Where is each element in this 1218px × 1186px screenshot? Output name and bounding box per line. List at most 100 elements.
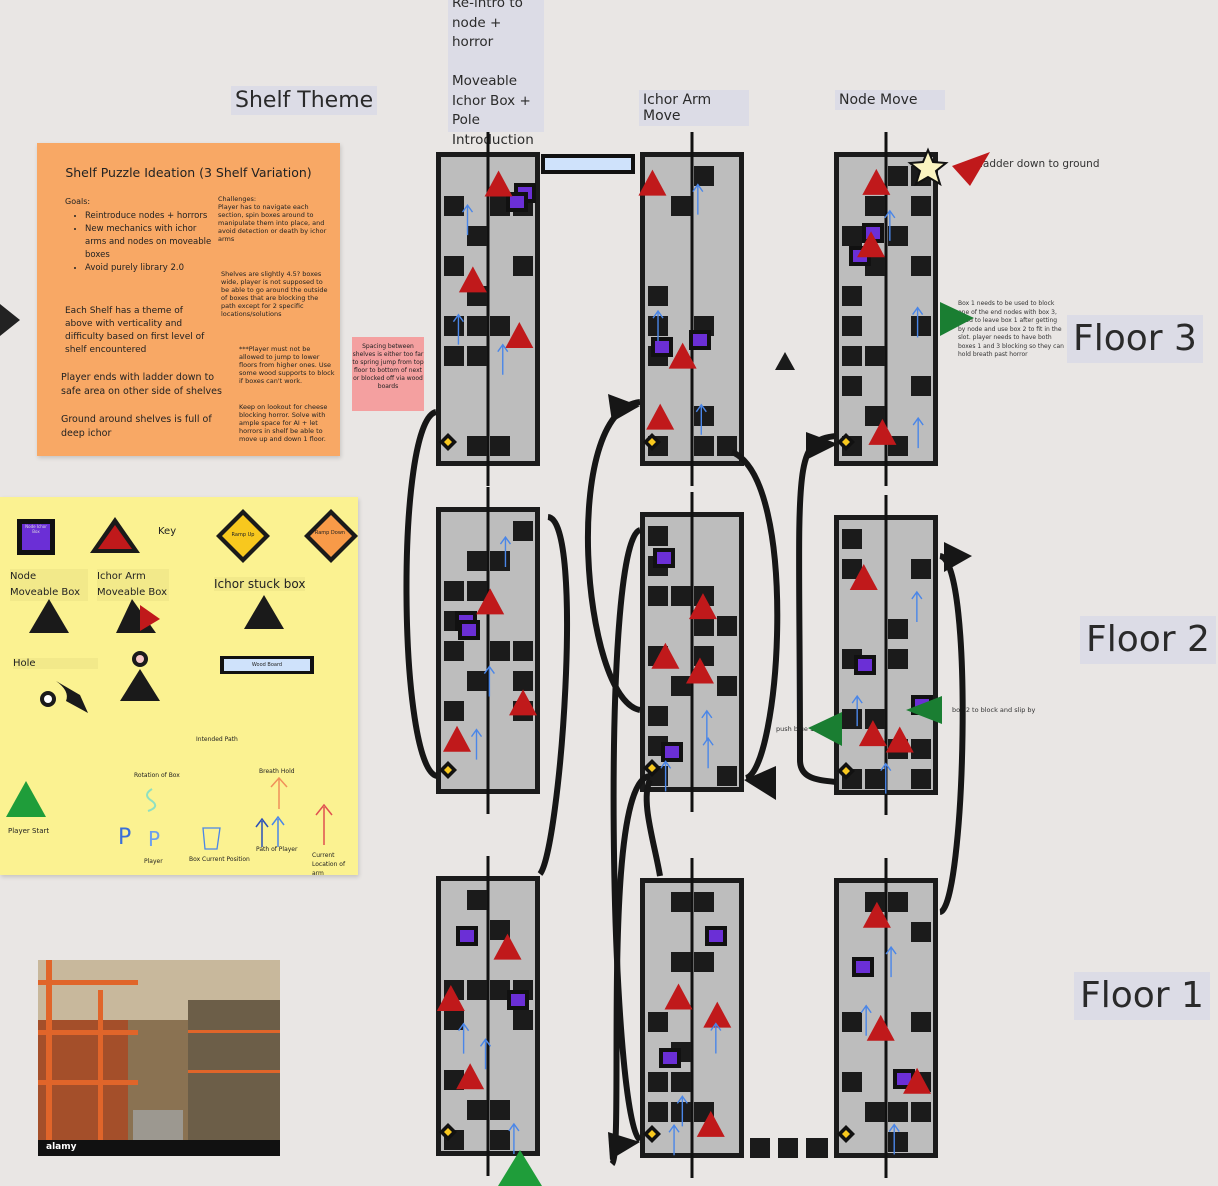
box-block[interactable] (888, 619, 908, 639)
box-block[interactable] (911, 922, 931, 942)
box-block[interactable] (648, 286, 668, 306)
box-block[interactable] (842, 346, 862, 366)
box-block[interactable] (467, 346, 487, 366)
box-block[interactable] (842, 1012, 862, 1032)
box-block[interactable] (490, 551, 510, 571)
box-block[interactable] (717, 676, 737, 696)
box-block[interactable] (671, 952, 691, 972)
ichor-arm-arrow[interactable] (443, 725, 472, 752)
box-block[interactable] (467, 226, 487, 246)
ichor-arm-arrow[interactable] (505, 322, 534, 349)
box-block[interactable] (513, 256, 533, 276)
box-block[interactable] (842, 376, 862, 396)
box-block[interactable] (694, 892, 714, 912)
box-block[interactable] (467, 671, 487, 691)
box-block[interactable] (842, 1072, 862, 1092)
box-block[interactable] (865, 892, 885, 912)
box-block[interactable] (444, 1010, 464, 1030)
spacing-note-sticky[interactable]: Spacing between shelves is either too fa… (352, 337, 424, 411)
ichor-arm-arrow[interactable] (436, 984, 465, 1011)
box-block[interactable] (467, 1100, 487, 1120)
ichor-arm-arrow[interactable] (638, 169, 667, 196)
box-block[interactable] (911, 256, 931, 276)
box-block[interactable] (490, 316, 510, 336)
box-block[interactable] (888, 166, 908, 186)
ichor-arm-arrow[interactable] (664, 983, 693, 1010)
ichor-arm-arrow[interactable] (862, 901, 891, 928)
box-block[interactable] (671, 196, 691, 216)
box-block[interactable] (648, 706, 668, 726)
ichor-arm-arrow[interactable] (885, 726, 914, 753)
box-block[interactable] (694, 166, 714, 186)
box-block[interactable] (842, 559, 862, 579)
box-block[interactable] (911, 316, 931, 336)
box-block[interactable] (911, 1012, 931, 1032)
box-block[interactable] (444, 256, 464, 276)
box-block[interactable] (671, 1072, 691, 1092)
box-block[interactable] (513, 521, 533, 541)
ichor-arm-arrow[interactable] (688, 593, 717, 620)
box-block[interactable] (842, 316, 862, 336)
box-block[interactable] (717, 766, 737, 786)
box-block[interactable] (694, 616, 714, 636)
box-block[interactable] (467, 581, 487, 601)
box-block[interactable] (911, 559, 931, 579)
box-block[interactable] (671, 586, 691, 606)
box-block[interactable] (865, 346, 885, 366)
ichor-arm-arrow[interactable] (857, 231, 886, 258)
box-block[interactable] (467, 436, 487, 456)
box-block[interactable] (842, 226, 862, 246)
box-block[interactable] (717, 616, 737, 636)
box-block[interactable] (467, 980, 487, 1000)
box-block[interactable] (865, 1102, 885, 1122)
box-block[interactable] (444, 196, 464, 216)
ichor-arm-arrow[interactable] (685, 657, 714, 684)
ichor-arm-arrow[interactable] (668, 342, 697, 369)
ichor-arm-arrow[interactable] (509, 689, 538, 716)
box-block[interactable] (911, 196, 931, 216)
ichor-arm-arrow[interactable] (456, 1063, 485, 1090)
box-block[interactable] (648, 586, 668, 606)
ichor-arm-arrow[interactable] (493, 933, 522, 960)
box-block[interactable] (648, 526, 668, 546)
box-block[interactable] (467, 551, 487, 571)
ichor-arm-arrow[interactable] (696, 1110, 725, 1137)
box-block[interactable] (865, 196, 885, 216)
ichor-arm-arrow[interactable] (703, 1001, 732, 1028)
ichor-arm-arrow[interactable] (484, 170, 513, 197)
box-block[interactable] (671, 1102, 691, 1122)
box-block[interactable] (911, 769, 931, 789)
box-block[interactable] (648, 1072, 668, 1092)
box-block[interactable] (490, 1130, 510, 1150)
box-block[interactable] (490, 920, 510, 940)
ichor-arm-arrow[interactable] (849, 564, 878, 590)
ichor-arm-arrow[interactable] (651, 642, 680, 669)
box-block[interactable] (888, 1102, 908, 1122)
box-block[interactable] (648, 1102, 668, 1122)
box-block[interactable] (694, 952, 714, 972)
box-block[interactable] (842, 529, 862, 549)
box-block[interactable] (842, 709, 862, 729)
box-block[interactable] (671, 676, 691, 696)
ichor-arm-arrow[interactable] (858, 720, 887, 747)
box-block[interactable] (513, 1010, 533, 1030)
box-block[interactable] (444, 346, 464, 366)
box-block[interactable] (467, 890, 487, 910)
box-block[interactable] (671, 892, 691, 912)
ichor-arm-arrow[interactable] (868, 418, 897, 445)
ideation-sticky[interactable]: Shelf Puzzle Ideation (3 Shelf Variation… (37, 143, 340, 456)
box-block[interactable] (490, 196, 510, 216)
box-block[interactable] (444, 701, 464, 721)
box-block[interactable] (717, 436, 737, 456)
ichor-arm-arrow[interactable] (476, 588, 505, 615)
box-block[interactable] (513, 641, 533, 661)
ichor-arm-arrow[interactable] (903, 1067, 932, 1094)
box-block[interactable] (467, 316, 487, 336)
box-block[interactable] (865, 769, 885, 789)
box-block[interactable] (490, 436, 510, 456)
box-block[interactable] (911, 1102, 931, 1122)
box-block[interactable] (490, 1100, 510, 1120)
box-block[interactable] (888, 226, 908, 246)
box-block[interactable] (694, 406, 714, 426)
